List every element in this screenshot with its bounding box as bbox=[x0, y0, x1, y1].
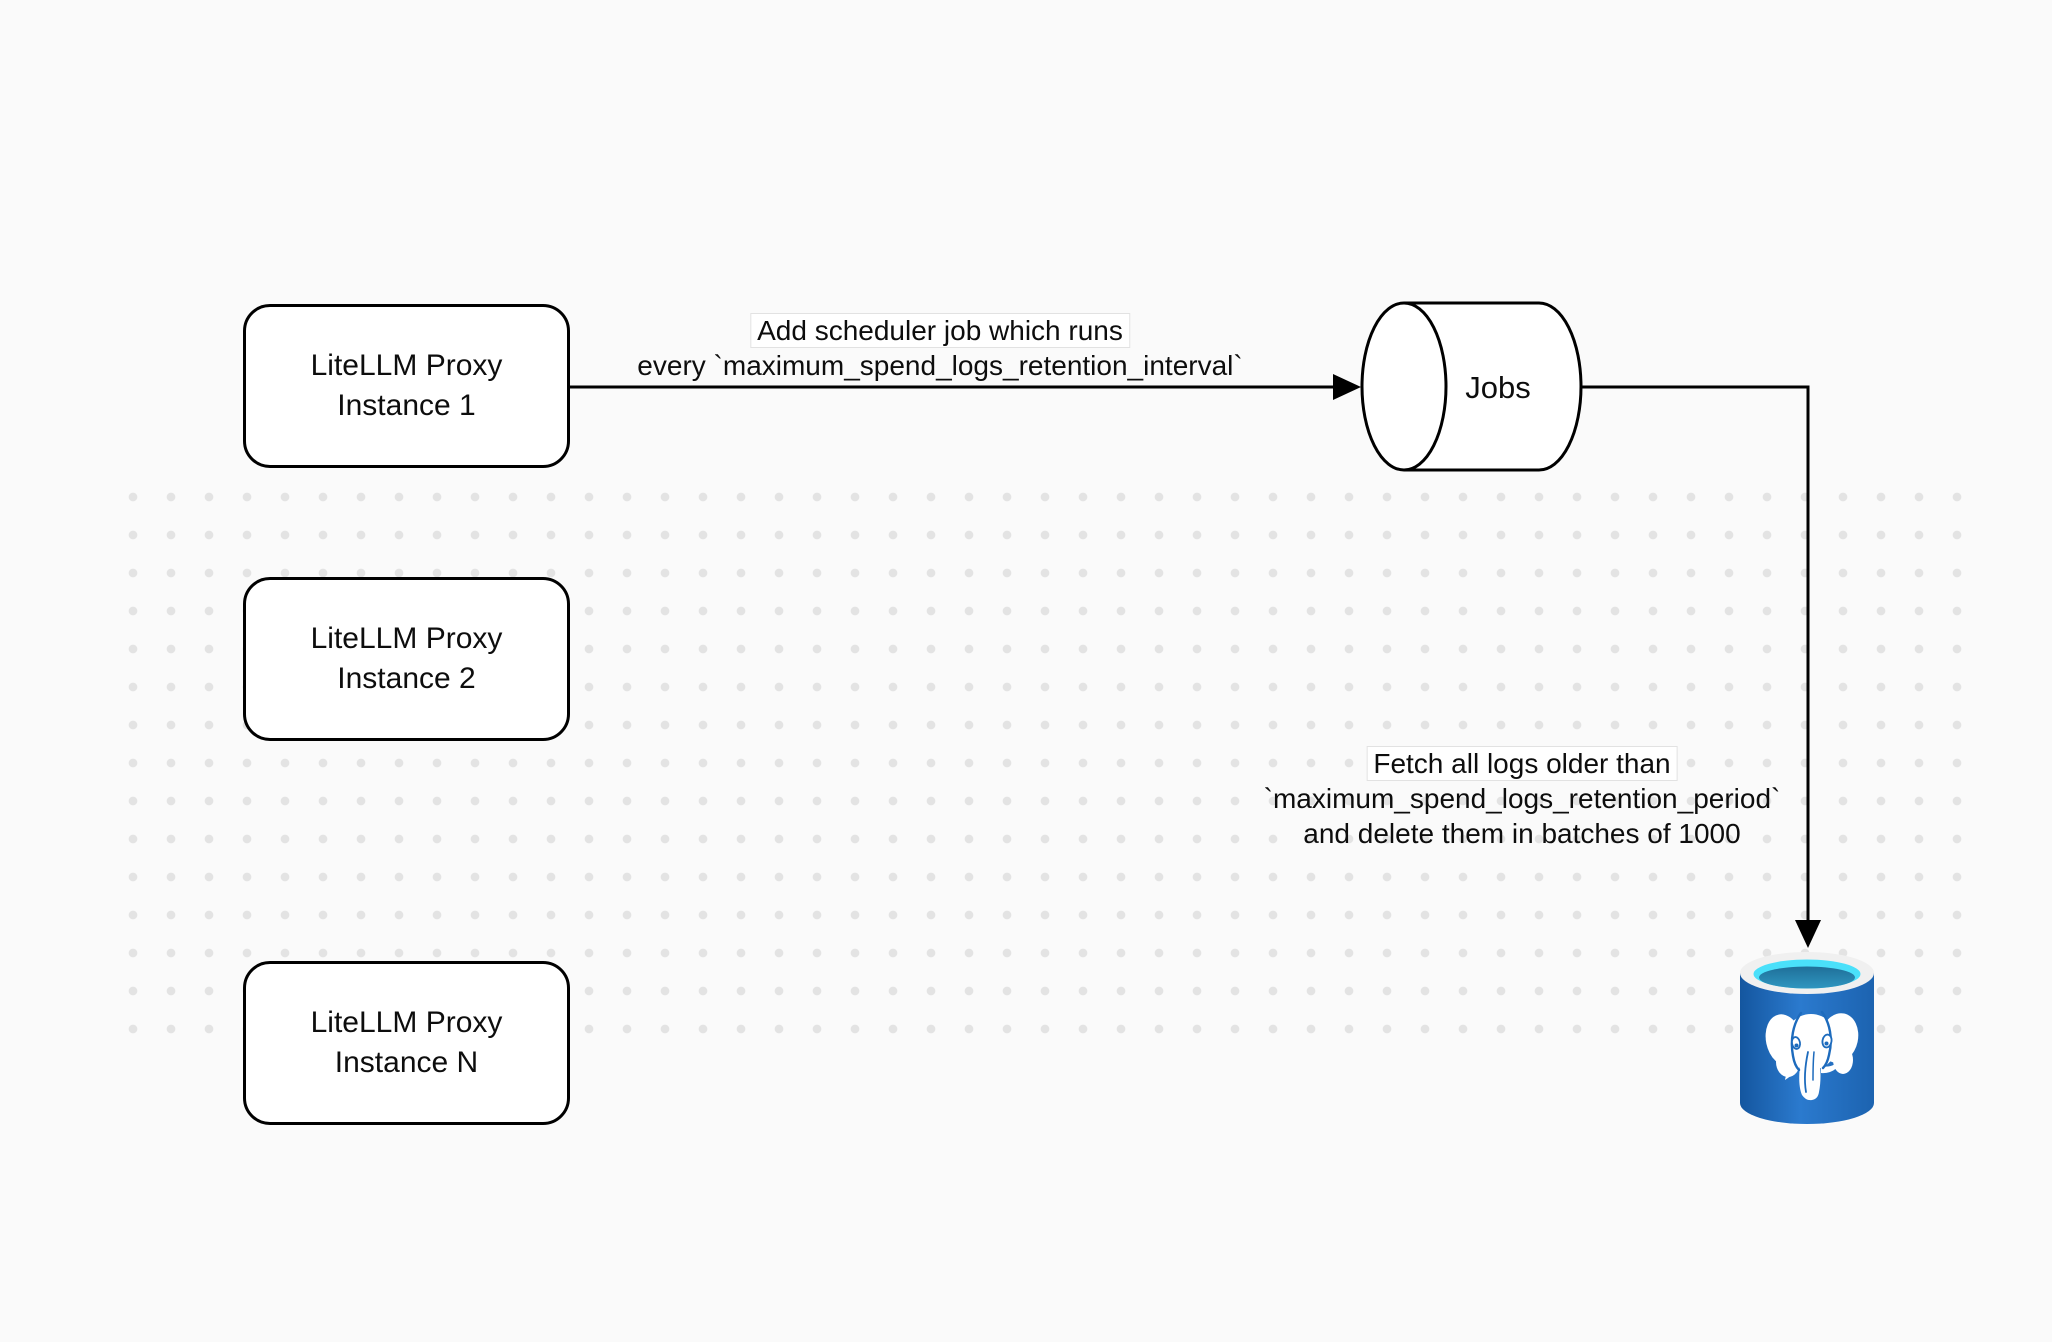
edge-label-line: every `maximum_spend_logs_retention_inte… bbox=[637, 350, 1243, 381]
node-label-line: LiteLLM Proxy bbox=[310, 1006, 503, 1039]
node-label-line: Instance N bbox=[334, 1046, 479, 1079]
edge-label-line: and delete them in batches of 1000 bbox=[1303, 818, 1741, 849]
arrow-proxy-to-jobs bbox=[570, 374, 1361, 400]
node-label-line: Instance 1 bbox=[337, 389, 476, 422]
edge-label-line: Fetch all logs older than bbox=[1366, 746, 1678, 781]
node-litellm-proxy-instance-n: LiteLLM Proxy Instance N bbox=[243, 961, 570, 1125]
edge-label-line: `maximum_spend_logs_retention_period` bbox=[1263, 783, 1781, 814]
node-label-line: LiteLLM Proxy bbox=[310, 622, 503, 655]
postgresql-database-icon bbox=[1740, 952, 1874, 1124]
node-litellm-proxy-instance-2: LiteLLM Proxy Instance 2 bbox=[243, 577, 570, 741]
arrowhead-right-icon bbox=[1333, 374, 1361, 400]
node-litellm-proxy-instance-1: LiteLLM Proxy Instance 1 bbox=[243, 304, 570, 468]
edge-label-line: Add scheduler job which runs bbox=[750, 313, 1130, 348]
edge-label-fetch-logs: Fetch all logs older than `maximum_spend… bbox=[1263, 746, 1781, 851]
jobs-queue-cylinder: Jobs bbox=[1360, 301, 1583, 472]
node-label-line: LiteLLM Proxy bbox=[310, 349, 503, 382]
node-label-line: Instance 2 bbox=[337, 662, 476, 695]
postgres-elephant-icon bbox=[1765, 1010, 1859, 1101]
arrowhead-down-icon bbox=[1795, 920, 1821, 948]
arrow-jobs-to-database bbox=[1581, 385, 1821, 948]
jobs-queue-label: Jobs bbox=[1465, 370, 1530, 405]
edge-label-scheduler-job: Add scheduler job which runs every `maxi… bbox=[637, 313, 1243, 383]
